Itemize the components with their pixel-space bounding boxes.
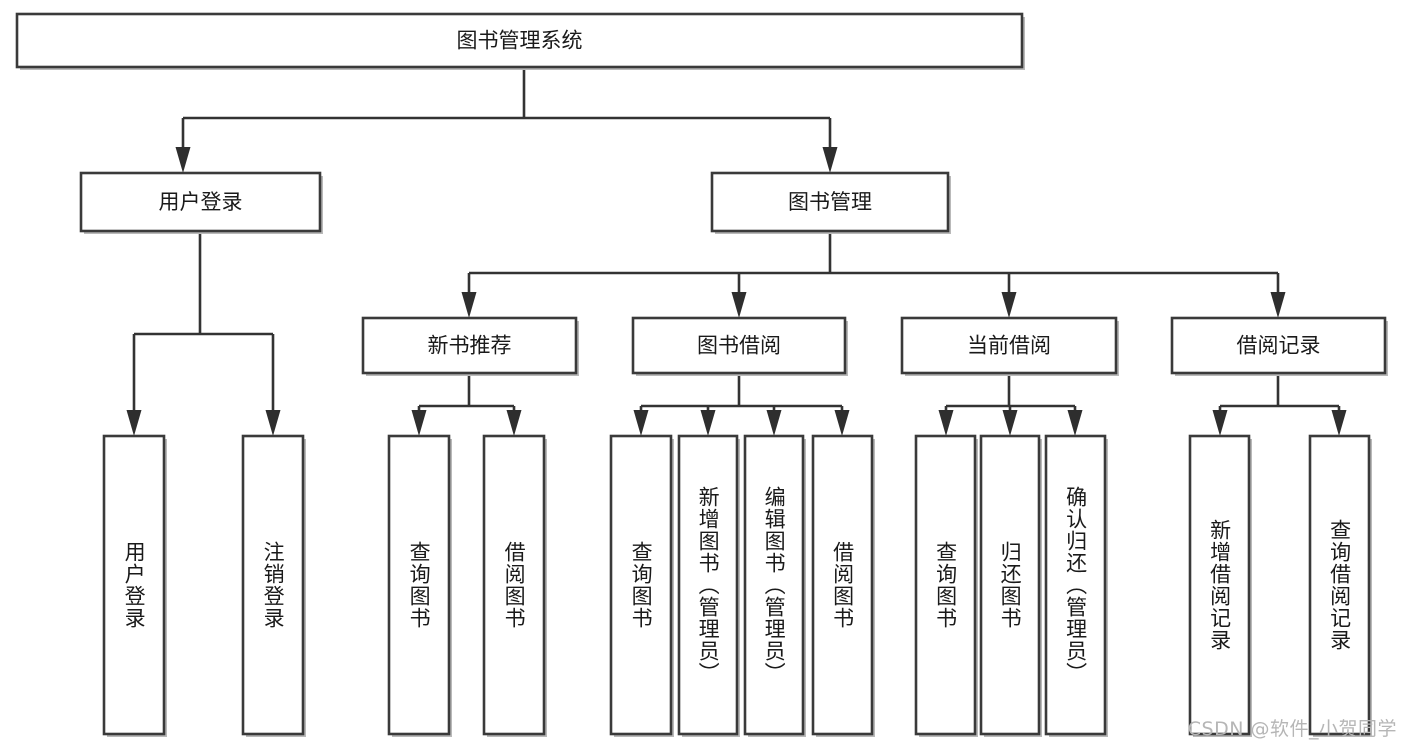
node-box[interactable]	[15, 12, 1024, 69]
arrowhead-icon	[633, 410, 649, 436]
arrowhead-icon	[731, 292, 747, 318]
arrowhead-icon	[1002, 410, 1018, 436]
arrowhead-icon	[1001, 292, 1017, 318]
arrowhead-icon	[1067, 410, 1083, 436]
node-label: 当前借阅	[967, 334, 1051, 358]
connector-group	[461, 231, 1286, 318]
node-box[interactable]	[1170, 316, 1387, 375]
node-box[interactable]	[979, 434, 1041, 736]
node-borrow-record[interactable]: 借阅记录	[1170, 316, 1388, 376]
csdn-watermark: CSDN @软件_小贺同学	[1187, 718, 1397, 740]
node-box[interactable]	[241, 434, 305, 736]
node-leaf-query-borrow-record[interactable]	[1308, 434, 1372, 737]
node-leaf-query-book-current[interactable]	[914, 434, 978, 737]
node-leaf-user-login[interactable]	[102, 434, 167, 737]
node-leaf-query-book-newrec[interactable]	[387, 434, 452, 737]
node-box[interactable]	[900, 316, 1118, 375]
node-leaf-borrow-book-newrec[interactable]	[482, 434, 547, 737]
arrowhead-icon	[126, 410, 142, 436]
node-user-login[interactable]: 用户登录	[79, 171, 323, 234]
node-leaf-add-borrow-record[interactable]	[1188, 434, 1252, 737]
node-box[interactable]	[811, 434, 874, 736]
arrowhead-icon	[700, 410, 716, 436]
connector-group	[411, 373, 522, 436]
node-leaf-confirm-return-admin[interactable]	[1044, 434, 1108, 737]
node-box[interactable]	[482, 434, 546, 736]
arrowhead-icon	[411, 410, 427, 436]
node-box[interactable]	[677, 434, 739, 736]
node-leaf-edit-book-admin[interactable]	[743, 434, 806, 737]
node-label: 新书推荐	[428, 334, 512, 358]
node-leaf-add-book-admin[interactable]	[677, 434, 740, 737]
node-leaf-query-book-borrow[interactable]	[609, 434, 674, 737]
arrowhead-icon	[938, 410, 954, 436]
arrowhead-icon	[834, 410, 850, 436]
arrowhead-icon	[506, 410, 522, 436]
node-box[interactable]	[914, 434, 977, 736]
arrowhead-icon	[175, 147, 191, 173]
arrowhead-icon	[822, 147, 838, 173]
arrowhead-icon	[766, 410, 782, 436]
node-new-book-rec[interactable]: 新书推荐	[361, 316, 579, 376]
connector-group	[175, 67, 838, 173]
node-leaf-borrow-book-borrow[interactable]	[811, 434, 875, 737]
node-label: 图书管理系统	[457, 29, 583, 53]
node-leaf-logout-login[interactable]	[241, 434, 306, 737]
arrowhead-icon	[265, 410, 281, 436]
node-label: 借阅记录	[1237, 334, 1321, 358]
connector-group	[1212, 373, 1347, 436]
node-box[interactable]	[79, 171, 322, 233]
arrowhead-icon	[1331, 410, 1347, 436]
node-box[interactable]	[102, 434, 166, 736]
arrowhead-icon	[461, 292, 477, 318]
connector-group	[938, 373, 1083, 436]
node-book-borrow[interactable]: 图书借阅	[631, 316, 848, 376]
node-current-borrow[interactable]: 当前借阅	[900, 316, 1119, 376]
node-box[interactable]	[1044, 434, 1107, 736]
node-box[interactable]	[631, 316, 847, 375]
node-leaf-return-book[interactable]	[979, 434, 1042, 737]
node-box[interactable]	[1188, 434, 1251, 736]
node-box[interactable]	[1308, 434, 1371, 736]
node-label: 图书管理	[788, 190, 872, 214]
node-root[interactable]: 图书管理系统	[15, 12, 1025, 70]
arrowhead-icon	[1212, 410, 1228, 436]
arrowhead-icon	[1270, 292, 1286, 318]
node-label: 图书借阅	[697, 334, 781, 358]
connectors-layer	[126, 67, 1347, 436]
node-box[interactable]	[710, 171, 950, 233]
node-box[interactable]	[361, 316, 578, 375]
node-box[interactable]	[609, 434, 673, 736]
node-box[interactable]	[743, 434, 805, 736]
connector-group	[633, 373, 850, 436]
connector-group	[126, 231, 281, 436]
node-box[interactable]	[387, 434, 451, 736]
node-book-manage[interactable]: 图书管理	[710, 171, 951, 234]
node-label: 用户登录	[159, 190, 243, 214]
